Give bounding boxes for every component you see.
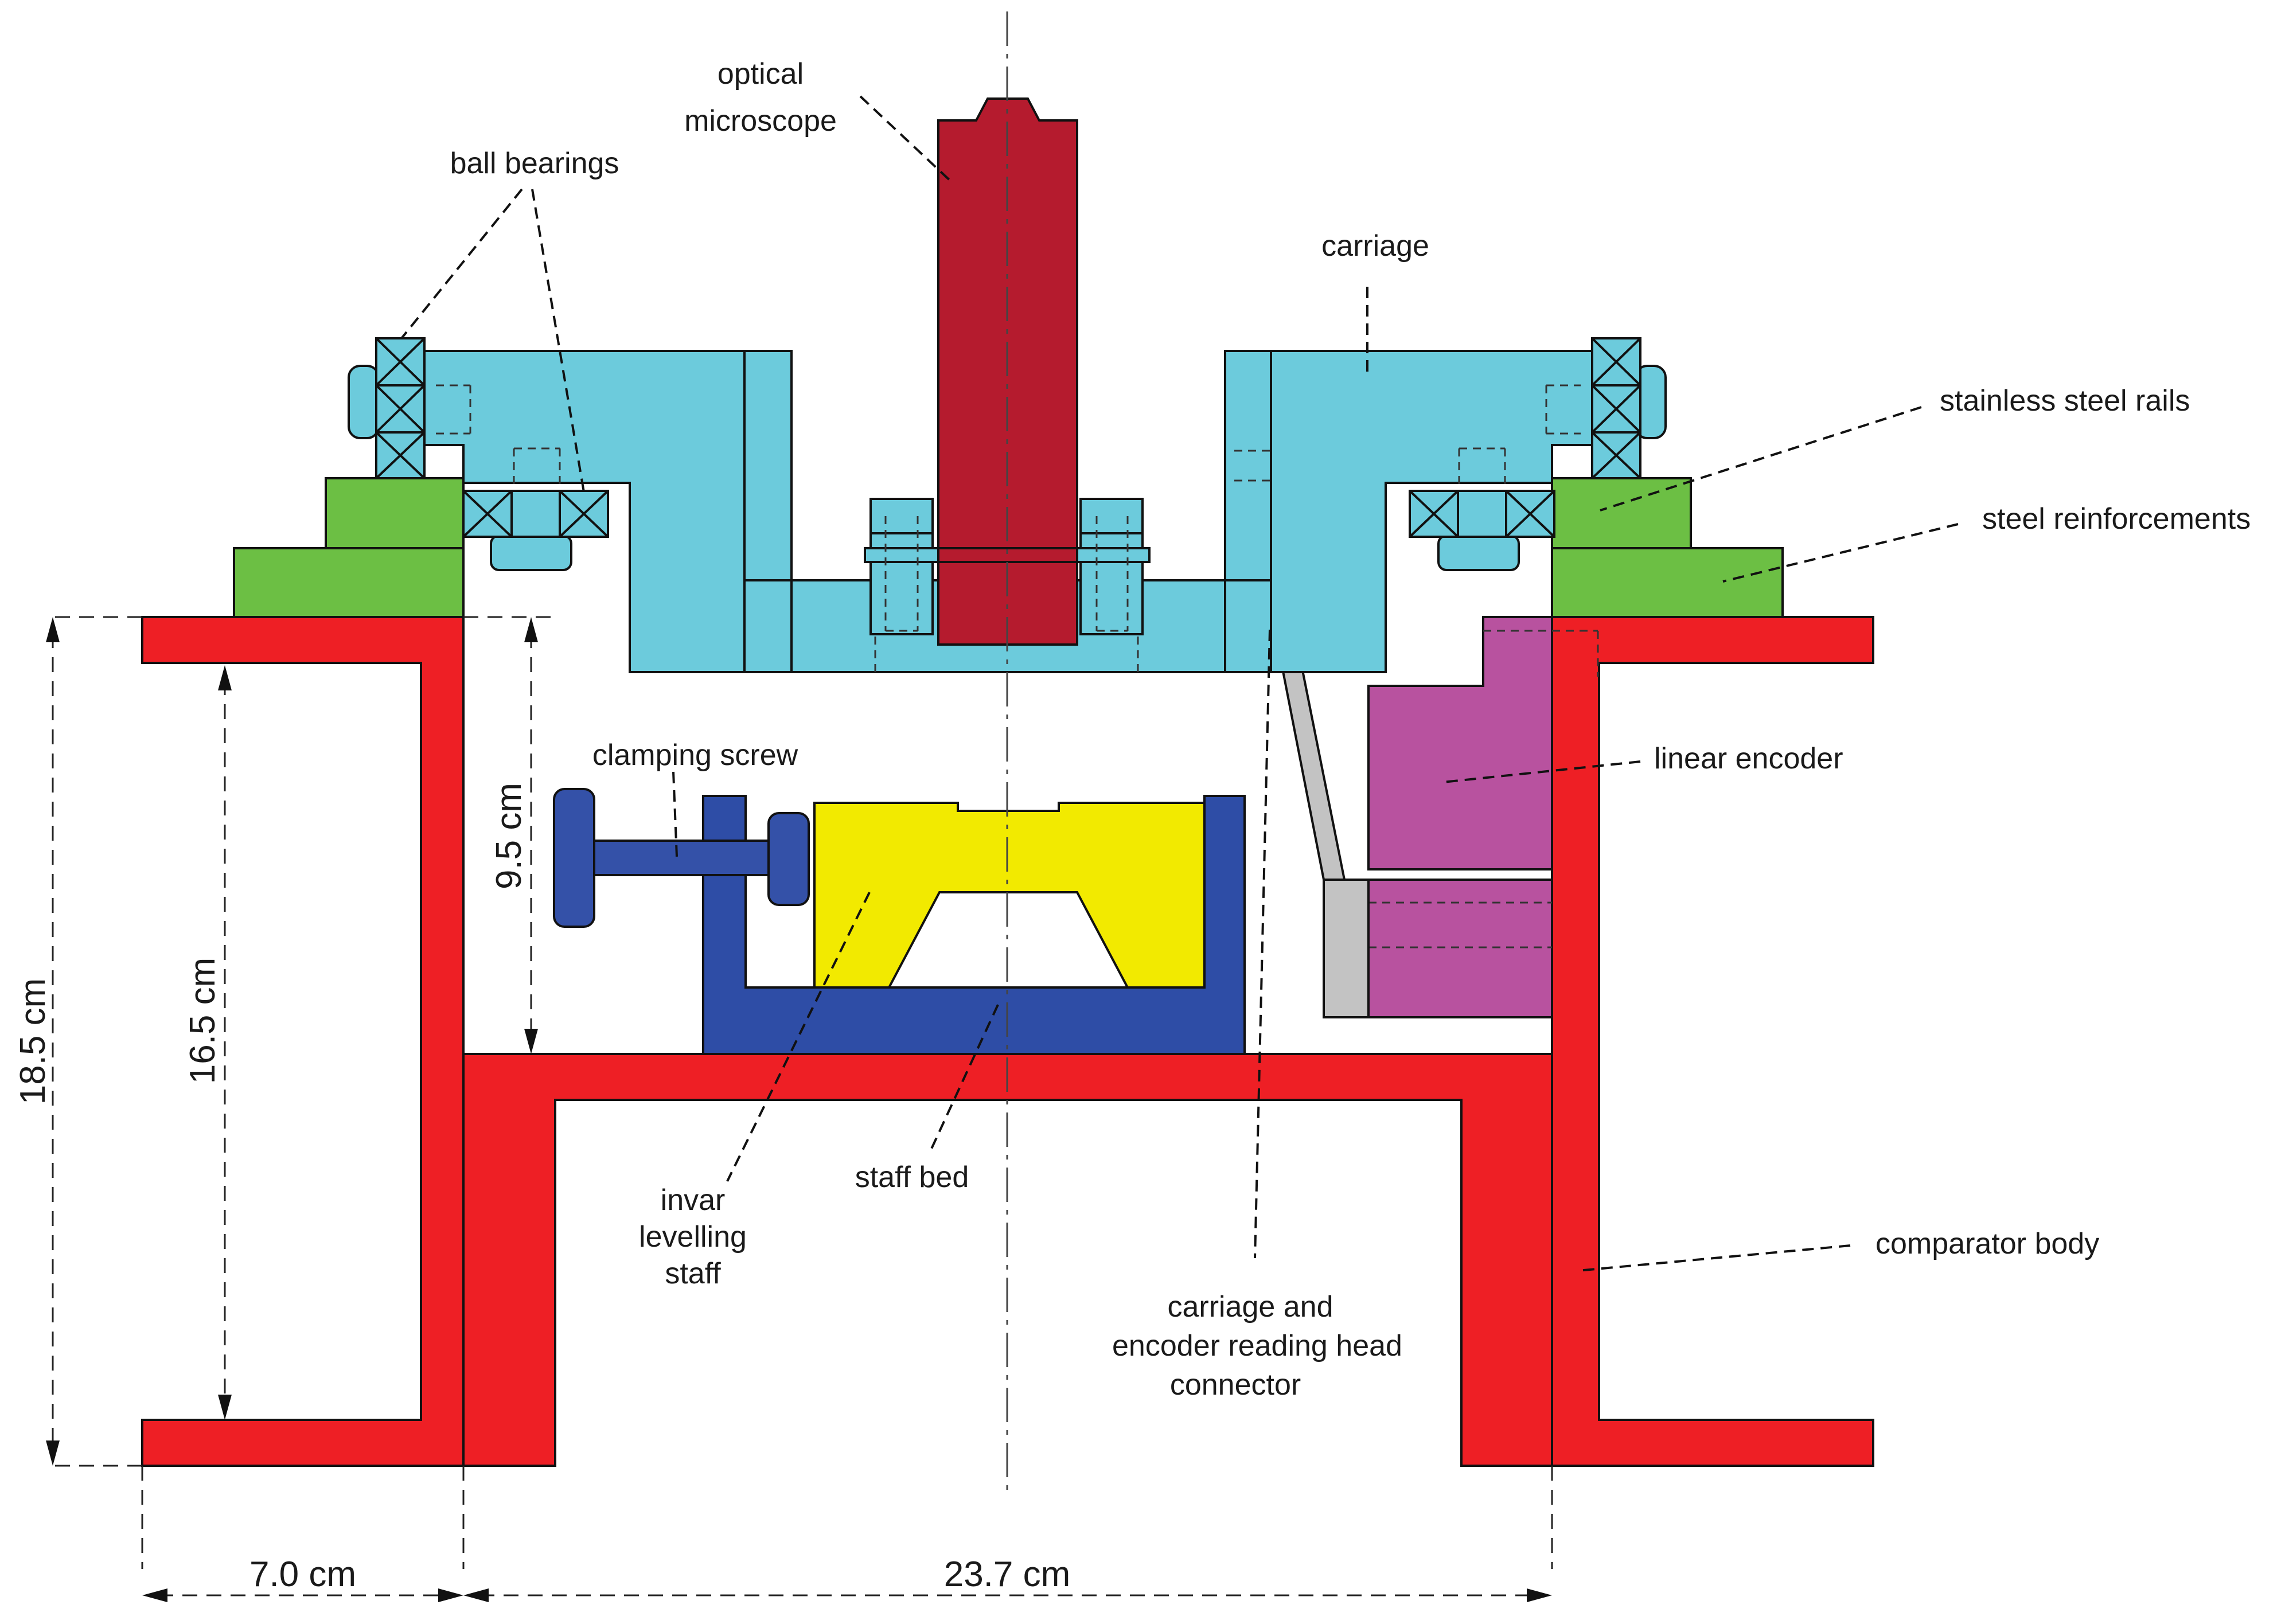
body-right-channel [1551,616,1874,1467]
label-stainless-steel-rails: stainless steel rails [1940,384,2190,417]
dimension-width-body: 23.7 cm [944,1555,1071,1594]
dimension-height-clear: 9.5 cm [489,783,529,889]
left-steel-reinforcement [233,547,465,618]
dimension-arrow-icon [46,617,1552,1602]
right-lower-nut [1437,534,1520,571]
clamping-screw-shaft [593,840,770,876]
label-linear-encoder: linear encoder [1654,742,1843,775]
encoder-scale-body [1367,616,1553,870]
label-comparator-body: comparator body [1875,1227,2099,1260]
ball-bearings [375,337,1641,538]
label-steel-reinforcements: steel reinforcements [1982,502,2251,536]
label-staff-bed: staff bed [855,1161,969,1194]
label-optical-microscope-line1: optical [718,57,804,91]
body-left-channel [141,616,465,1467]
clamping-screw [553,788,810,928]
label-connector-line2: encoder reading head [1112,1329,1402,1363]
label-connector-line1: carriage and [1167,1290,1333,1324]
bearing-cross-icon [1409,490,1555,538]
label-invar-staff-line3: staff [665,1257,721,1290]
label-carriage: carriage [1321,229,1429,263]
body-bridge [462,1053,1553,1467]
left-lower-nut [490,534,572,571]
carriage-left-arm [423,350,793,673]
comparator-body [141,616,1874,1467]
right-steel-reinforcement [1551,547,1784,618]
label-ball-bearings: ball bearings [450,147,619,180]
left-stainless-steel-rail [325,477,465,549]
label-optical-microscope-line2: microscope [684,104,837,138]
linear-encoder [1367,616,1553,1018]
dimension-lines [52,616,1553,1596]
clamping-screw-knob [553,788,595,928]
bearing-cross-icon [462,490,609,538]
leader-lines [400,95,1959,1272]
dimension-height-outer: 18.5 cm [13,978,53,1105]
label-connector-line3: connector [1170,1368,1301,1402]
invar-staff-profile [813,802,1206,989]
bearing-cross-icon [375,337,426,479]
clamping-screw-pad [767,812,810,906]
rails-and-reinforcements [233,477,1784,618]
dimension-width-flange: 7.0 cm [249,1555,356,1594]
left-bolt [869,498,934,635]
carriage [348,350,1667,673]
label-invar-staff-line2: levelling [639,1220,747,1254]
right-bolt [1079,498,1144,635]
encoder-reading-head [1367,879,1553,1018]
label-clamping-screw: clamping screw [592,739,798,772]
bearing-cross-icon [1591,337,1641,479]
left-bearing-nut [348,365,380,439]
dimension-height-inner: 16.5 cm [183,958,223,1084]
invar-levelling-staff [813,802,1206,989]
label-invar-staff-line1: invar [661,1184,726,1217]
